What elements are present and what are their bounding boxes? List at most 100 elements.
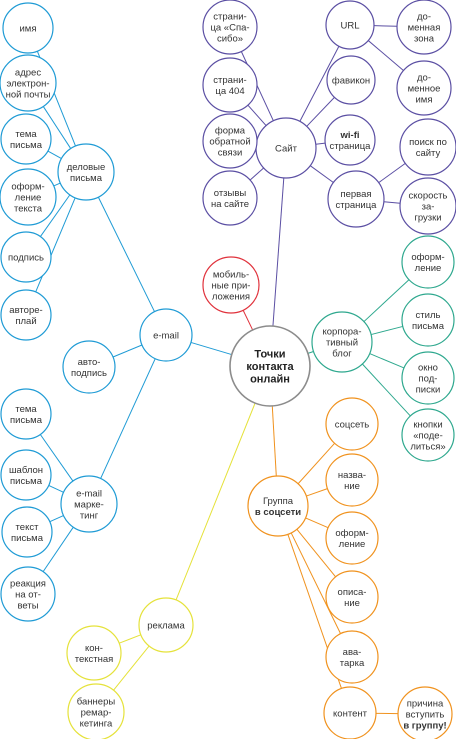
node-so-design: оформ-ление [325,511,379,565]
node-label-line: форма [215,125,246,136]
edge-site-to-s-first [309,165,334,183]
edge-blog-to-b-window [369,353,405,369]
node-circle [401,351,455,405]
node-label-line: назва- [338,470,366,481]
node-label-line: под- [419,373,438,384]
edge-center-to-blog [307,351,314,354]
node-label-line: страни- [213,11,246,22]
node-label-line: кнопки [413,419,442,430]
node-email: e-mail [139,308,193,362]
node-label-line: авторе- [9,305,42,316]
edge-site-to-s-reviews [249,167,264,181]
node-label-line: авто- [78,357,101,368]
node-label-line: подпись [8,252,44,263]
edge-center-to-site [272,177,285,327]
node-label-line: оформ- [335,528,368,539]
node-label-line: тарка [340,658,365,669]
edge-mkt-to-mkt-template [48,484,64,493]
node-circle [62,340,116,394]
node-circle [202,170,258,226]
node-label-line: плай [15,316,36,327]
node-label-line: ние [344,481,360,492]
edge-biz-to-biz-sign [40,194,71,237]
edge-ads-to-ad-context [118,634,142,644]
node-label-line: e-mail [76,488,102,499]
node-label-line: ние [344,598,360,609]
node-label-line: блог [332,348,352,359]
node-circle [311,311,373,373]
edge-social-to-so-avatar [290,532,342,634]
edge-s-first-to-s-speed [383,201,401,204]
node-label-line: Группа [263,496,294,507]
node-s-thanks: страни-ца «Спа-сибо» [202,0,258,55]
node-circle [396,0,452,55]
node-label-line: до- [417,11,431,22]
node-circle [202,113,258,169]
edge-email-to-mkt [100,358,156,479]
node-label-line: контент [333,708,368,719]
edge-mkt-to-mkt-text [49,515,64,523]
node-label-line: страница [336,200,378,211]
node-label-line: Сайт [275,143,298,154]
node-label-line: скорость [409,190,448,201]
node-label-line: ца «Спа- [210,22,249,33]
node-label-line: описа- [338,587,367,598]
edge-s-url-to-s-domain-zone [373,25,398,27]
node-label-line: грузки [414,212,441,223]
edge-s-url-to-s-domain-name [367,40,404,71]
node-biz-sign: подпись [0,231,52,283]
edge-mkt-to-mkt-topic [39,434,74,482]
node-label-line: ремар- [81,707,112,718]
node-label-line: текст [16,522,40,533]
edge-blog-to-b-share [362,363,411,417]
node-circle [323,686,377,739]
node-label-line: писки [416,384,441,395]
node-label-line: окно [418,362,438,373]
node-label-line: письма [11,533,44,544]
node-site: Сайт [255,117,317,179]
edge-center-to-social [271,405,277,477]
node-label-line: вступить [406,709,445,720]
node-circle [67,683,125,739]
node-label-line: реакция [10,578,46,589]
node-label-line: электрон- [6,78,49,89]
node-s-favicon: фавикон [326,55,376,105]
node-circle [1,506,53,558]
node-label-line: реклама [147,620,185,631]
node-label-line: «поде- [413,430,443,441]
node-s-404: страни-ца 404 [202,57,258,113]
node-b-share: кнопки«поде-литься» [401,408,455,462]
node-label-line: в группу! [403,720,446,731]
node-circle [325,511,379,565]
node-circle [325,0,375,50]
node-label-line: тинг [80,510,99,521]
node-label-line: имя [20,23,37,34]
node-label-line: литься» [410,441,445,452]
edge-email-to-autosign [112,344,143,358]
node-circle [0,231,52,283]
edge-site-to-s-favicon [306,97,335,127]
node-biz-author: авторе-плай [0,289,52,341]
node-label-line: wi-fi [340,130,360,141]
edge-site-to-s-wifi [315,142,326,145]
node-circle [325,453,379,507]
node-label-line: письма [10,140,43,151]
node-label-line: стиль [416,310,441,321]
node-label-line: первая [340,189,371,200]
node-circle [0,54,57,112]
node-label-line: тема [15,404,37,415]
edge-social-to-so-net [297,442,335,485]
node-label-line: письма [10,476,43,487]
